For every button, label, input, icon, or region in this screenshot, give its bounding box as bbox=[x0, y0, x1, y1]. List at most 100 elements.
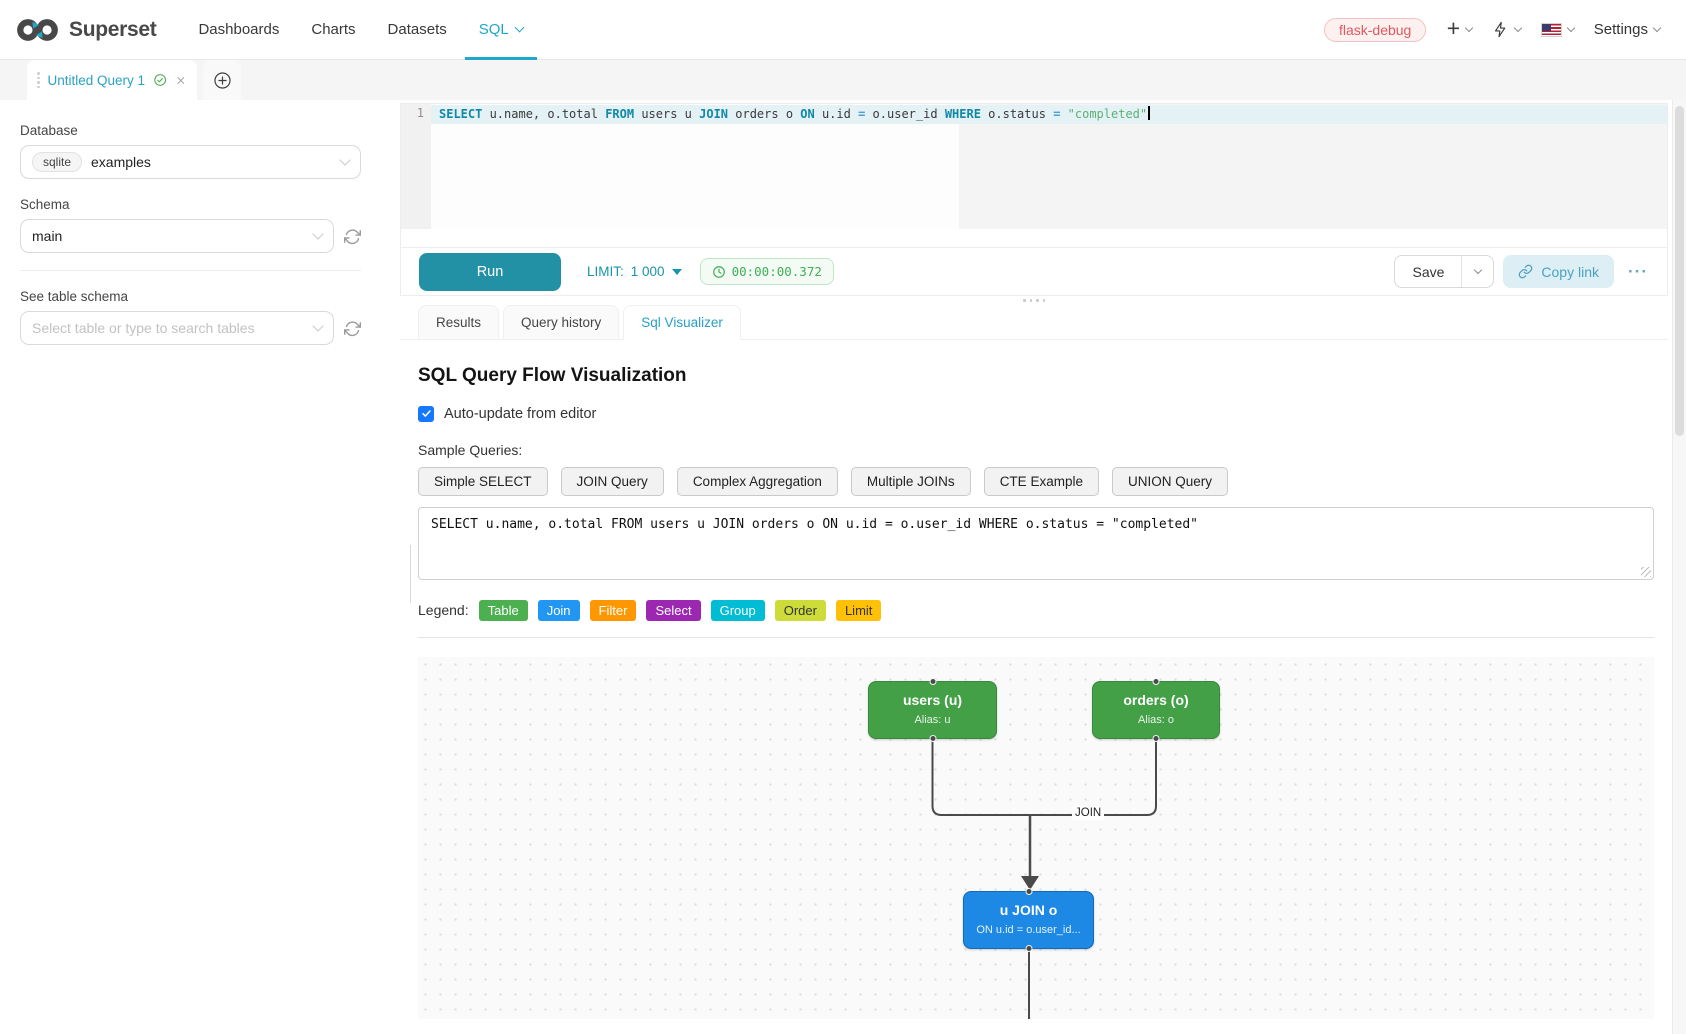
navbar-right: flask-debug Settings bbox=[1323, 17, 1662, 42]
nav-charts[interactable]: Charts bbox=[311, 21, 356, 38]
chevron-down-icon bbox=[1566, 23, 1576, 33]
flow-canvas[interactable]: users (u) Alias: u orders (o) Alias: o u… bbox=[418, 656, 1654, 1019]
us-flag-icon bbox=[1540, 22, 1562, 37]
pane-resize-handle[interactable] bbox=[1014, 299, 1054, 302]
database-select[interactable]: sqlite examples bbox=[20, 145, 361, 179]
sample-complex-aggregation-button[interactable]: Complex Aggregation bbox=[676, 466, 838, 496]
sample-queries-label: Sample Queries: bbox=[418, 441, 523, 458]
environment-tag: flask-debug bbox=[1323, 17, 1427, 42]
flow-node-join[interactable]: u JOIN o ON u.id = o.user_id... bbox=[963, 887, 1094, 952]
line-number: 1 bbox=[416, 106, 424, 120]
auto-update-checkbox[interactable] bbox=[418, 405, 434, 422]
editor-bottom-gap bbox=[401, 229, 1667, 247]
node-handle[interactable] bbox=[929, 734, 936, 742]
chevron-down-icon bbox=[1513, 23, 1523, 33]
more-options-button[interactable] bbox=[1623, 257, 1653, 287]
schema-select[interactable]: main bbox=[20, 219, 334, 253]
settings-menu[interactable]: Settings bbox=[1594, 21, 1662, 38]
refresh-icon bbox=[344, 228, 361, 244]
chevron-down-icon bbox=[312, 228, 324, 240]
flow-node-users[interactable]: users (u) Alias: u bbox=[868, 677, 997, 742]
page-title: SQL Query Flow Visualization bbox=[418, 364, 687, 386]
sql-editor-panel: 1 SELECT u.name, o.total FROM users u JO… bbox=[400, 103, 1668, 296]
refresh-tables-button[interactable] bbox=[344, 320, 361, 337]
table-select[interactable]: Select table or type to search tables bbox=[20, 311, 334, 345]
refresh-schemas-button[interactable] bbox=[344, 228, 361, 245]
new-item-button[interactable] bbox=[1446, 18, 1474, 41]
chevron-down-icon bbox=[312, 320, 324, 332]
query-text-input[interactable]: SELECT u.name, o.total FROM users u JOIN… bbox=[418, 506, 1654, 580]
close-icon[interactable] bbox=[175, 74, 187, 87]
chevron-down-icon bbox=[1473, 265, 1483, 275]
sql-code-editor[interactable]: 1 SELECT u.name, o.total FROM users u JO… bbox=[401, 104, 1667, 229]
node-handle[interactable] bbox=[929, 677, 936, 685]
legend-badge-limit: Limit bbox=[835, 599, 882, 621]
elapsed-time: 00:00:00.372 bbox=[731, 264, 822, 279]
query-search-button[interactable] bbox=[1492, 21, 1523, 38]
copy-link-button[interactable]: Copy link bbox=[1503, 255, 1614, 288]
drag-handle-icon[interactable] bbox=[37, 72, 40, 88]
save-button[interactable]: Save bbox=[1412, 263, 1445, 280]
brand-name: Superset bbox=[69, 17, 157, 41]
table-schema-label: See table schema bbox=[20, 289, 129, 304]
tab-query-history[interactable]: Query history bbox=[503, 304, 620, 340]
sidebar-divider bbox=[20, 270, 361, 271]
database-label: Database bbox=[20, 123, 78, 138]
auto-update-label: Auto-update from editor bbox=[444, 405, 597, 422]
sample-multiple-joins-button[interactable]: Multiple JOINs bbox=[850, 466, 971, 496]
nav-dashboards[interactable]: Dashboards bbox=[198, 21, 280, 38]
legend-label: Legend: bbox=[418, 602, 469, 618]
sample-simple-select-button[interactable]: Simple SELECT bbox=[418, 466, 548, 496]
vertical-scrollbar bbox=[1672, 100, 1686, 1034]
query-tab-active[interactable]: Untitled Query 1 bbox=[27, 60, 197, 100]
tab-sql-visualizer[interactable]: Sql Visualizer bbox=[623, 304, 741, 340]
chevron-down-icon bbox=[339, 154, 351, 166]
legend-badge-table: Table bbox=[478, 599, 528, 621]
plus-circle-icon bbox=[213, 71, 231, 89]
query-timer: 00:00:00.372 bbox=[699, 258, 834, 285]
content-divider bbox=[418, 636, 1654, 638]
print-margin-region bbox=[959, 104, 1667, 229]
save-options-button[interactable] bbox=[1461, 256, 1493, 287]
sqllab-left-panel: Database sqlite examples Schema main bbox=[0, 100, 380, 1034]
text-cursor bbox=[1148, 106, 1151, 120]
database-value: examples bbox=[91, 154, 151, 170]
limit-value: 1 000 bbox=[630, 264, 665, 279]
node-handle[interactable] bbox=[1025, 944, 1032, 952]
nav-datasets[interactable]: Datasets bbox=[387, 21, 447, 38]
limit-dropdown[interactable]: LIMIT: 1 000 bbox=[587, 264, 682, 279]
sample-union-query-button[interactable]: UNION Query bbox=[1111, 466, 1228, 496]
scrollbar-thumb[interactable] bbox=[1675, 106, 1684, 436]
clock-icon bbox=[712, 265, 725, 278]
plus-icon bbox=[1446, 18, 1459, 41]
new-query-tab-button[interactable] bbox=[203, 60, 241, 100]
legend-badge-filter: Filter bbox=[589, 599, 637, 621]
check-icon bbox=[421, 410, 431, 417]
sample-join-query-button[interactable]: JOIN Query bbox=[560, 466, 664, 496]
superset-logo[interactable]: Superset bbox=[14, 15, 157, 45]
schema-label: Schema bbox=[20, 197, 70, 212]
chevron-down-icon bbox=[1464, 23, 1474, 33]
nav-sql[interactable]: SQL bbox=[463, 0, 539, 60]
node-handle[interactable] bbox=[1025, 887, 1032, 895]
refresh-icon bbox=[344, 320, 361, 336]
sidebar-resize-handle[interactable] bbox=[410, 545, 411, 603]
tab-results[interactable]: Results bbox=[418, 304, 500, 340]
flow-edges bbox=[931, 740, 1157, 1019]
node-handle[interactable] bbox=[1152, 677, 1160, 685]
language-picker[interactable] bbox=[1540, 22, 1576, 37]
database-engine-badge: sqlite bbox=[32, 152, 83, 172]
schema-value: main bbox=[32, 228, 63, 244]
sql-visualizer-panel: SQL Query Flow Visualization Auto-update… bbox=[400, 340, 1668, 1019]
link-icon bbox=[1519, 264, 1533, 279]
lightning-icon bbox=[1494, 21, 1506, 38]
editor-toolbar: Run LIMIT: 1 000 00:00:00.372 bbox=[401, 247, 1667, 295]
node-handle[interactable] bbox=[1152, 734, 1160, 742]
flow-node-orders[interactable]: orders (o) Alias: o bbox=[1092, 677, 1220, 742]
sample-cte-example-button[interactable]: CTE Example bbox=[983, 466, 1099, 496]
run-query-button[interactable]: Run bbox=[419, 252, 561, 291]
legend-badge-select: Select bbox=[646, 599, 701, 621]
caret-down-icon bbox=[671, 268, 682, 275]
limit-label: LIMIT: bbox=[587, 264, 624, 279]
